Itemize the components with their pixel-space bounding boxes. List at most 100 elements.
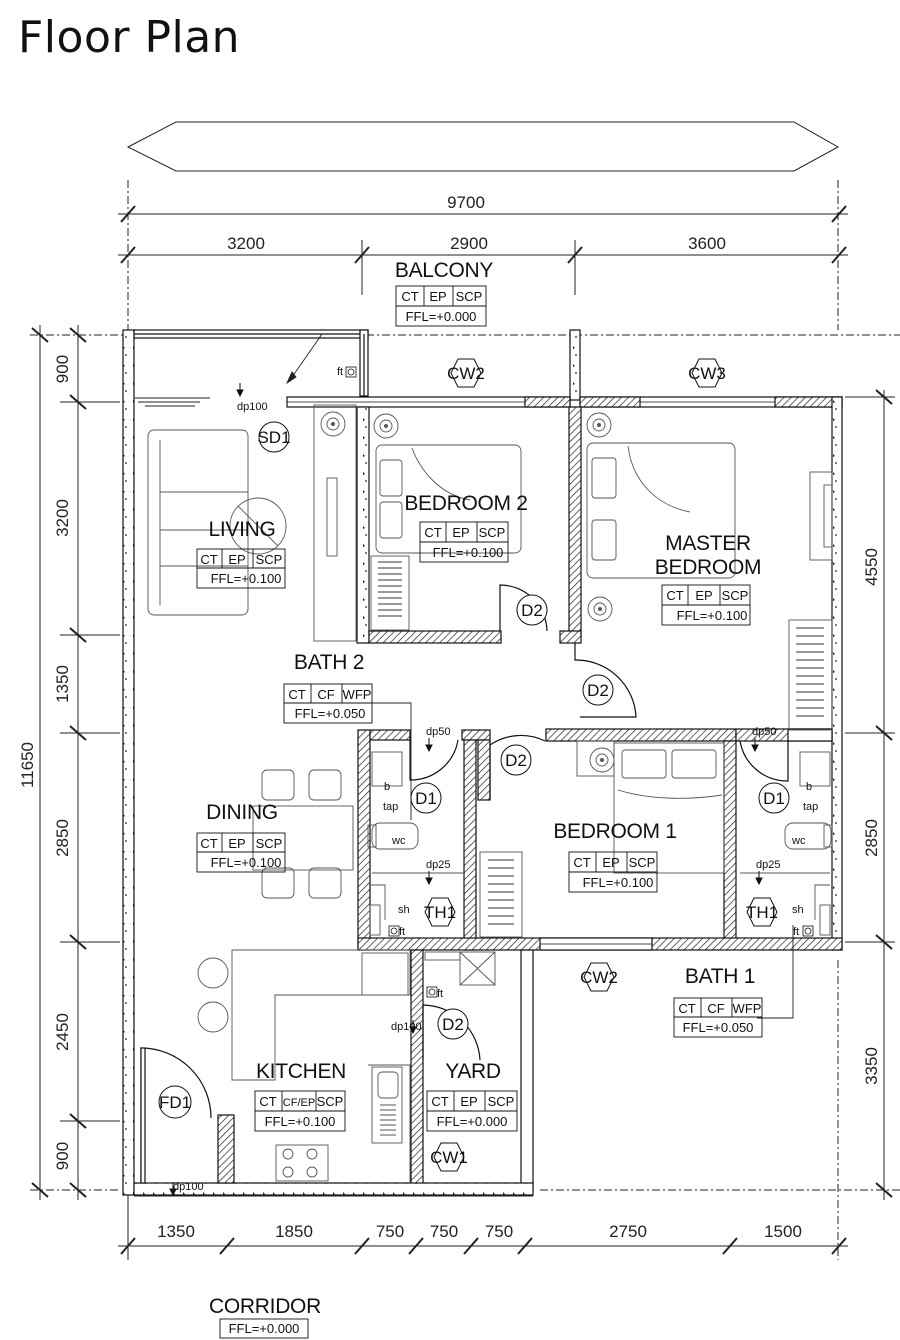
wall-bedroom2-bottom: [368, 630, 502, 644]
tv-cabinet: [313, 404, 357, 642]
tag-d2-master: [582, 674, 614, 706]
dim-bottom-1: 1350: [157, 1222, 195, 1241]
bar-stool: [197, 1001, 229, 1033]
ffl-value: FFL=+0.100: [433, 545, 504, 560]
tag-text: SD1: [257, 428, 290, 447]
label-dp25: dp25: [426, 859, 450, 871]
tag-text: CW2: [447, 364, 485, 383]
dim-bottom-7: 1500: [764, 1222, 802, 1241]
door-front: [140, 1047, 212, 1183]
door-bath2: [409, 739, 459, 781]
drain-arrow-icon: [169, 383, 763, 1197]
ffl-value: FFL=+0.100: [211, 571, 282, 586]
wall-bottom: [133, 1182, 534, 1196]
finish-cell: SCP: [629, 855, 656, 870]
room-name-yard: YARD: [445, 1060, 501, 1083]
room-name-bedroom2: BEDROOM 2: [404, 492, 527, 515]
finish-cell: SCP: [722, 588, 749, 603]
finish-cell: EP: [228, 836, 245, 851]
room-name-corridor: CORRIDOR: [209, 1295, 321, 1318]
dim-right-2: 2850: [862, 819, 881, 857]
dim-bottom-6: 2750: [609, 1222, 647, 1241]
opening-tag-texts: SD1 CW2 CW3 D2 D2 D2 D1 D1 TH1 TH1 CW2 D…: [159, 364, 785, 1167]
ffl-value: FFL=+0.050: [295, 706, 366, 721]
tag-text: D1: [415, 789, 437, 808]
tag-cw2-bottom: [583, 962, 615, 992]
wardrobe-bedroom2: [370, 555, 410, 631]
finish-cell: CT: [200, 552, 217, 567]
dimension-texts: 9700 3200 2900 3600 1350 1850 750 750 75…: [18, 193, 881, 1241]
dimension-lines: [30, 121, 900, 1260]
finish-cell: EP: [228, 552, 245, 567]
finish-cell: CT: [259, 1094, 276, 1109]
ffl-value: FFL=+0.000: [229, 1321, 300, 1336]
dim-left-2: 3200: [53, 499, 72, 537]
label-ft: ft: [437, 988, 443, 1000]
dim-total-width: 9700: [447, 193, 485, 212]
finish-cell: WFP: [343, 687, 372, 702]
room-name-balcony: BALCONY: [395, 259, 494, 282]
tag-text: CW1: [430, 1148, 468, 1167]
room-name-master-2: BEDROOM: [655, 556, 761, 579]
wall-kitchen-yard: [410, 949, 424, 1191]
wall-bedroom2-left: [356, 406, 370, 644]
tag-text: TH1: [746, 903, 778, 922]
tag-text: D2: [505, 751, 527, 770]
door-master: [574, 643, 637, 718]
page-title: Floor Plan: [18, 12, 241, 63]
tag-text: D2: [442, 1015, 464, 1034]
walls: [122, 329, 843, 1196]
floor-trap-icon: [345, 366, 814, 998]
bed-2: [375, 444, 522, 554]
tag-th1-bath2: [424, 897, 456, 927]
dim-top-3: 3600: [688, 234, 726, 253]
label-tap: tap: [383, 801, 398, 813]
room-name-kitchen: KITCHEN: [256, 1060, 346, 1083]
label-dp50: dp50: [752, 726, 776, 738]
finish-cell: EP: [460, 1094, 477, 1109]
room-name-bath1: BATH 1: [685, 965, 755, 988]
ffl-value: FFL=+0.100: [211, 855, 282, 870]
finish-cell: CT: [431, 1094, 448, 1109]
tag-text: FD1: [159, 1093, 191, 1112]
leader-bath2: [372, 702, 412, 820]
dim-top-2: 2900: [450, 234, 488, 253]
label-b: b: [806, 781, 812, 793]
label-dp50: dp50: [426, 726, 450, 738]
finish-cell: CF: [317, 687, 334, 702]
opening-tags: [158, 358, 790, 1172]
finish-cell: SCP: [479, 525, 506, 540]
label-dp100: dp100: [173, 1181, 204, 1193]
finish-cell: WFP: [733, 1001, 762, 1016]
room-name-living: LIVING: [208, 518, 275, 541]
label-ft: ft: [399, 926, 405, 938]
bar-stool: [197, 957, 229, 989]
tag-text: CW3: [688, 364, 726, 383]
small-annotations: dp100 dp50 dp50 dp25 dp25 dp100 dp100 ft…: [173, 366, 818, 1193]
wall-bedroom1-right: [723, 740, 737, 942]
tag-text: D2: [521, 601, 543, 620]
wall-bed2-master: [568, 406, 582, 638]
leader-bath1: [757, 925, 794, 1019]
label-wc: wc: [791, 835, 806, 847]
tag-sd1: [258, 421, 290, 453]
dim-total-height: 11650: [18, 742, 37, 788]
dim-bottom-4: 750: [430, 1222, 458, 1241]
label-b: b: [384, 781, 390, 793]
tag-d2-bedroom1: [500, 744, 532, 776]
door-bedroom1: [489, 734, 546, 800]
wall-yard-right: [520, 949, 534, 1191]
room-name-master-1: MASTER: [665, 532, 751, 555]
furniture: [134, 333, 833, 1197]
tag-d2-bedroom2: [516, 594, 548, 626]
finish-cell: EP: [429, 289, 446, 304]
finish-cell: EP: [695, 588, 712, 603]
tag-cw3: [691, 358, 723, 388]
door-bath1: [739, 740, 789, 782]
finish-cell: CT: [678, 1001, 695, 1016]
leader-balcony: [289, 333, 323, 381]
tag-text: CW2: [580, 968, 618, 987]
tag-th1-bath1: [746, 897, 778, 927]
bed-master: [586, 442, 736, 579]
kitchen-sink: [371, 1066, 403, 1144]
